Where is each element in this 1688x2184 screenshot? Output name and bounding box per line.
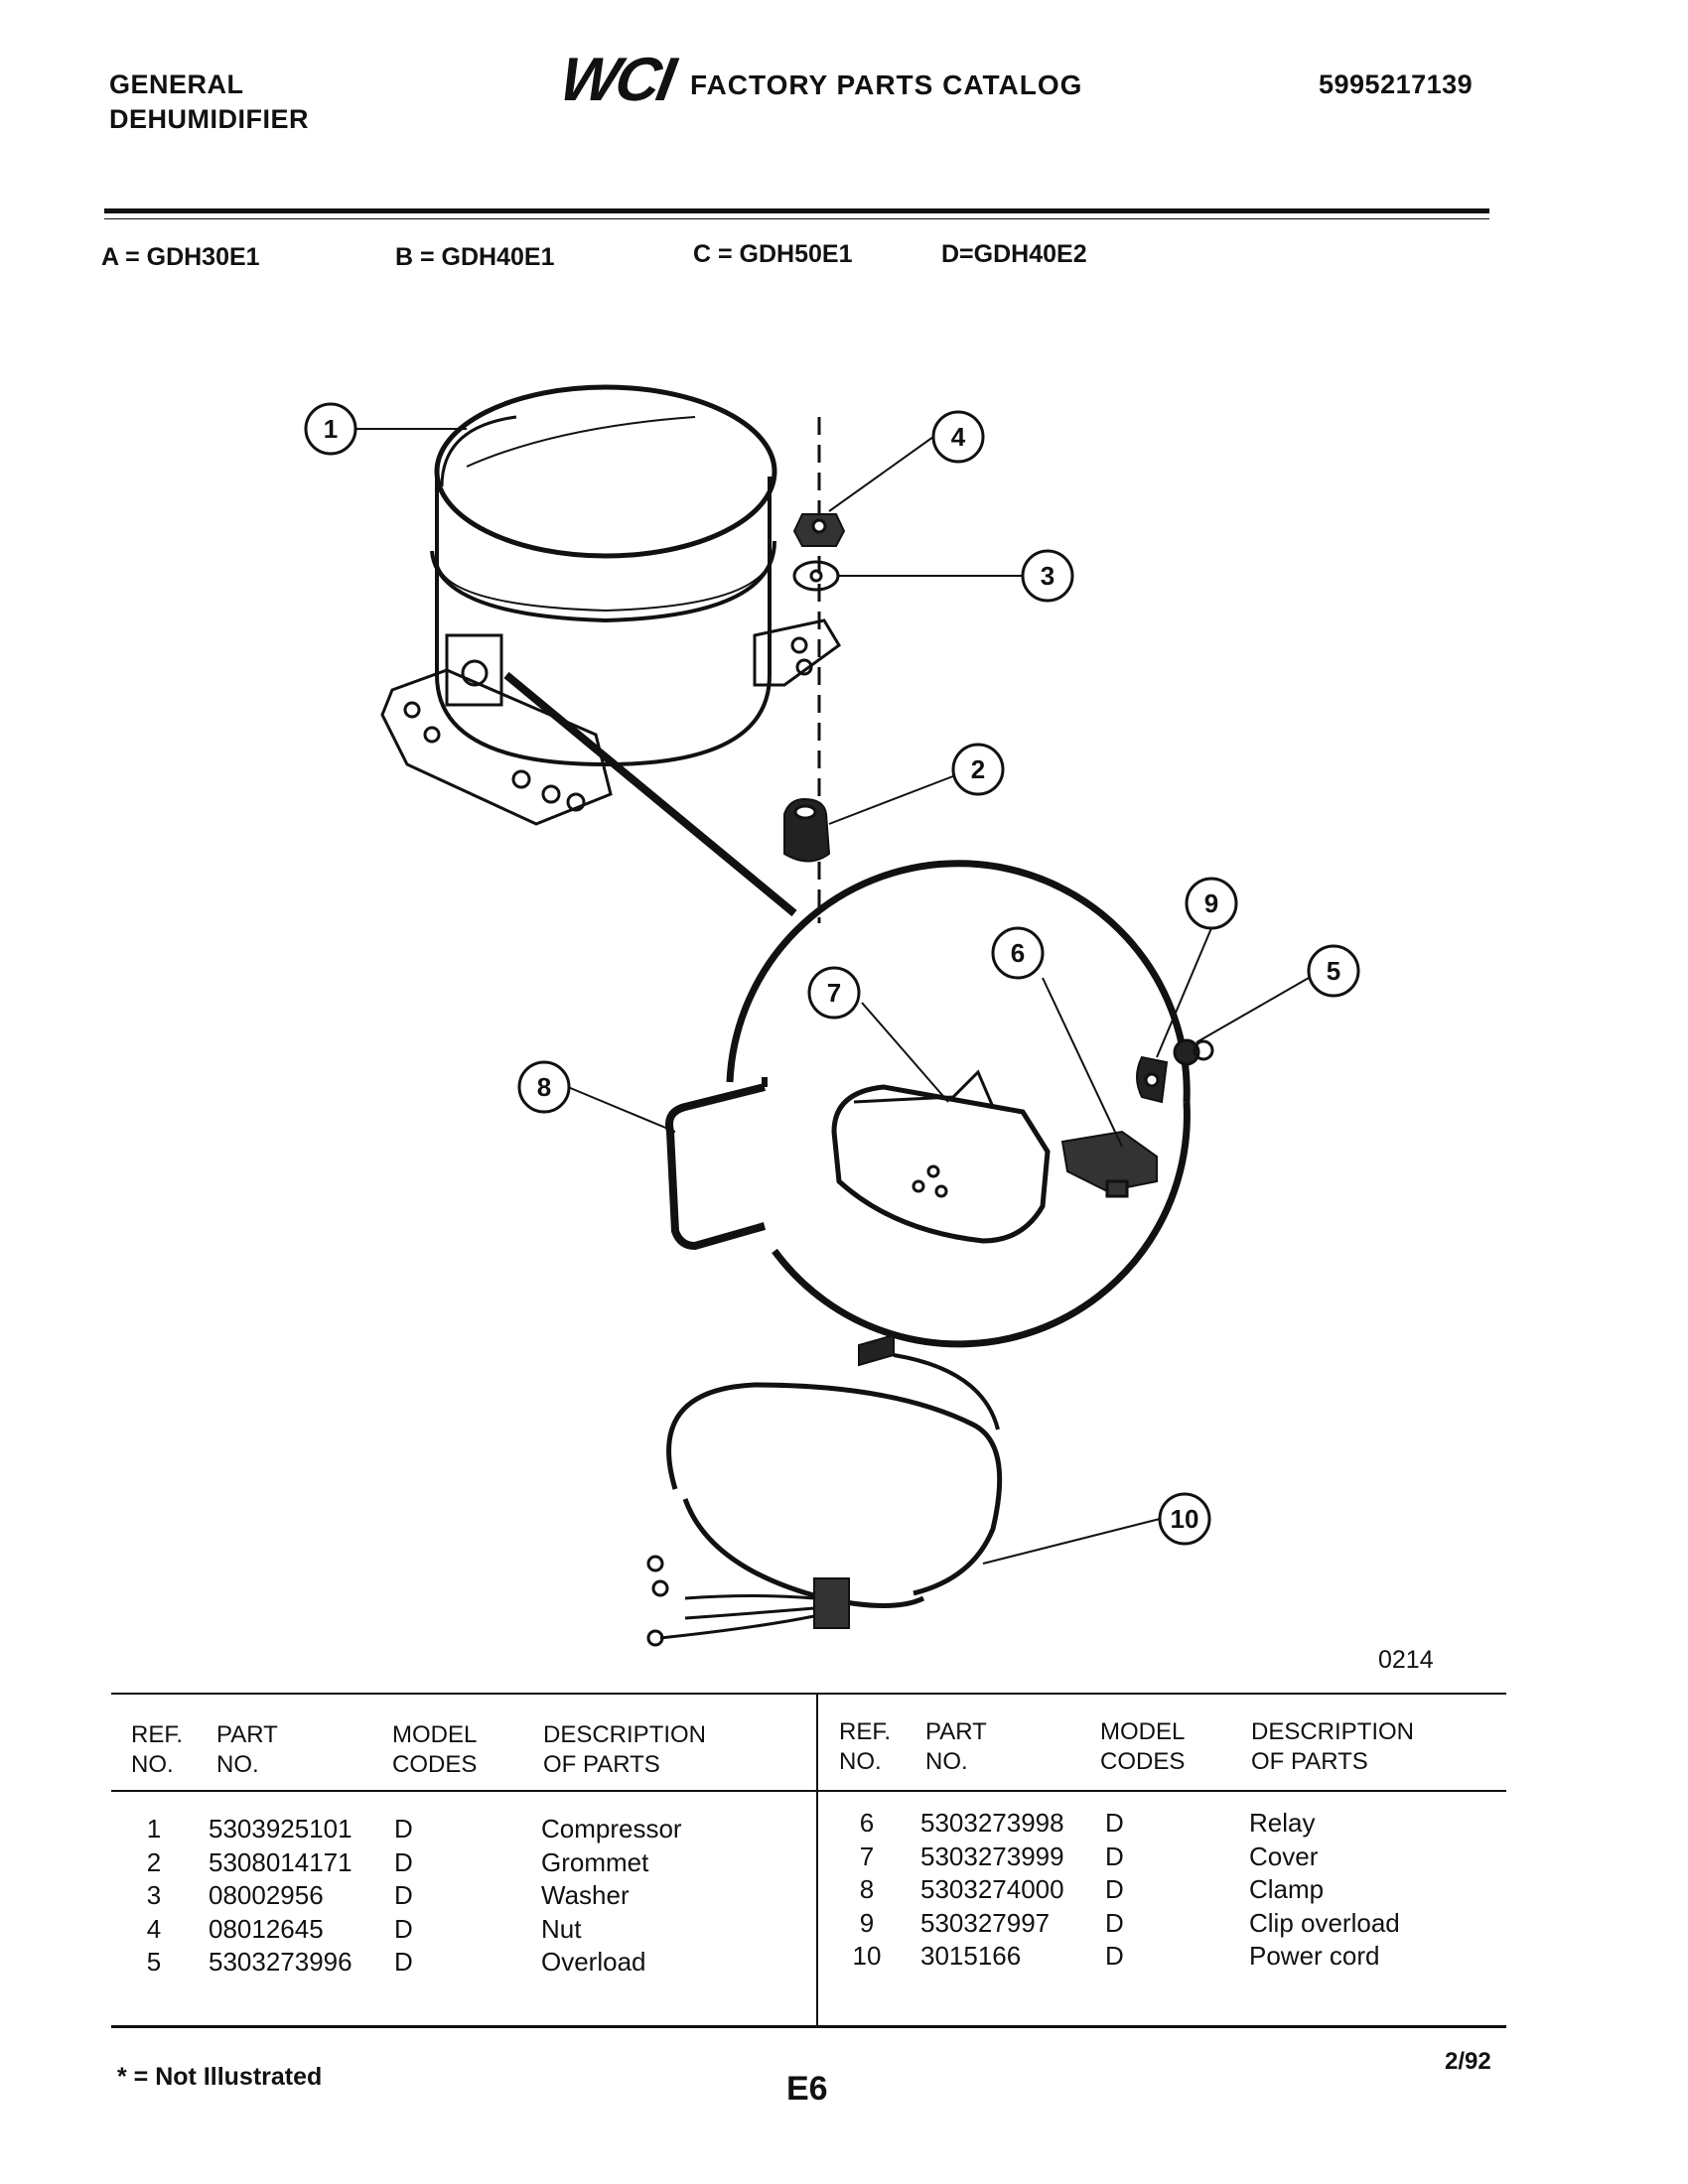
power-cord-drawing: [646, 1333, 1003, 1647]
table-cell: 1: [146, 1814, 162, 1843]
table-cell: D: [394, 1880, 413, 1910]
clip-overload-drawing: [1136, 1055, 1169, 1104]
left-desc-column: Compressor Grommet Washer Nut Overload: [541, 1813, 682, 1979]
table-cell: 5303273999: [920, 1841, 1064, 1871]
exploded-parts-diagram: 1 2 3 4 5 6 7 8 9 10: [304, 384, 1360, 1647]
compressor-drawing: [380, 384, 841, 826]
table-cell: 08012645: [209, 1913, 324, 1944]
table-cell: 2: [146, 1846, 162, 1877]
table-cell: 3: [146, 1880, 162, 1910]
table-cell: D: [1105, 1841, 1124, 1871]
table-header-rule: [111, 1790, 1506, 1792]
header-rule-thin: [104, 218, 1489, 219]
right-part-column: 5303273998 5303273999 5303274000 5303279…: [920, 1807, 1064, 1974]
table-cell: 08002956: [209, 1880, 324, 1910]
table-cell: 6: [859, 1808, 875, 1838]
table-cell: 5308014171: [209, 1846, 352, 1877]
callout-8: 8: [537, 1072, 551, 1102]
catalog-title: FACTORY PARTS CATALOG: [690, 69, 1083, 100]
page-number: E6: [786, 2070, 828, 2108]
table-cell: Grommet: [541, 1846, 649, 1877]
washer-drawing: [792, 560, 840, 592]
table-cell: Washer: [541, 1880, 630, 1910]
drawing-number: 0214: [1378, 1646, 1434, 1674]
clamp-drawing: [665, 1077, 768, 1251]
model-a: A = GDH30E1: [101, 243, 260, 271]
relay-drawing: [1060, 1130, 1158, 1198]
callout-10: 10: [1171, 1504, 1199, 1534]
product-name-line2: DEHUMIDIFIER: [109, 104, 309, 134]
overload-drawing: [1173, 1038, 1214, 1066]
left-code-column: D D D D D: [394, 1813, 413, 1979]
table-cell: Compressor: [541, 1814, 682, 1843]
left-ref-column: 1 2 3 4 5: [144, 1813, 164, 1979]
model-b: B = GDH40E1: [395, 243, 555, 271]
model-c: C = GDH50E1: [693, 240, 853, 268]
left-part-column: 5303925101 5308014171 08002956 08012645 …: [209, 1813, 352, 1979]
table-cell: Nut: [541, 1913, 582, 1944]
table-cell: Power cord: [1249, 1941, 1380, 1971]
right-ref-column: 6 7 8 9 10: [849, 1807, 885, 1974]
left-header-ref: REF.NO.: [131, 1721, 184, 1778]
table-cell: Relay: [1249, 1808, 1316, 1838]
table-cell: 5: [146, 1947, 162, 1977]
callout-1: 1: [324, 414, 338, 444]
product-name-line1: GENERAL: [109, 69, 244, 99]
grommet-drawing: [783, 797, 831, 863]
model-d: D=GDH40E2: [941, 240, 1087, 268]
nut-drawing: [792, 513, 846, 547]
table-cell: D: [1105, 1907, 1124, 1938]
table-cell: 10: [852, 1941, 882, 1971]
right-desc-column: Relay Cover Clamp Clip overload Power co…: [1249, 1807, 1400, 1974]
table-cell: Clamp: [1249, 1874, 1325, 1904]
callout-7: 7: [827, 978, 841, 1008]
table-bottom-rule: [111, 2025, 1506, 2028]
table-cell: D: [394, 1846, 413, 1877]
callout-2: 2: [971, 754, 985, 784]
revision-date: 2/92: [1445, 2048, 1491, 2075]
table-cell: 8: [859, 1874, 875, 1904]
table-cell: D: [394, 1913, 413, 1944]
table-cell: D: [394, 1947, 413, 1977]
callout-9: 9: [1204, 888, 1218, 918]
table-cell: 5303925101: [209, 1814, 352, 1843]
catalog-number: 5995217139: [1319, 69, 1474, 99]
table-cell: D: [1105, 1874, 1124, 1904]
table-cell: 5303274000: [920, 1874, 1064, 1904]
table-cell: 9: [859, 1907, 875, 1938]
right-header-ref: REF.NO.: [839, 1718, 892, 1775]
table-divider: [816, 1693, 818, 2025]
table-cell: 4: [146, 1913, 162, 1944]
cover-drawing: [831, 1069, 1051, 1244]
table-cell: 3015166: [920, 1941, 1022, 1971]
header-rule-thick: [104, 208, 1489, 213]
callout-6: 6: [1011, 938, 1025, 968]
callout-5: 5: [1327, 956, 1340, 986]
table-cell: 7: [859, 1841, 875, 1871]
table-cell: D: [1105, 1808, 1124, 1838]
callout-3: 3: [1041, 561, 1055, 591]
table-cell: 5303273998: [920, 1808, 1064, 1838]
table-cell: Overload: [541, 1947, 646, 1977]
table-cell: D: [1105, 1941, 1124, 1971]
callout-4: 4: [951, 422, 966, 452]
not-illustrated-note: * = Not Illustrated: [117, 2063, 323, 2091]
table-cell: D: [394, 1814, 413, 1843]
table-cell: Clip overload: [1249, 1907, 1400, 1938]
table-cell: Cover: [1249, 1841, 1319, 1871]
right-code-column: D D D D D: [1105, 1807, 1124, 1974]
table-cell: 530327997: [920, 1907, 1051, 1938]
table-cell: 5303273996: [209, 1947, 352, 1977]
table-top-rule: [111, 1693, 1506, 1695]
